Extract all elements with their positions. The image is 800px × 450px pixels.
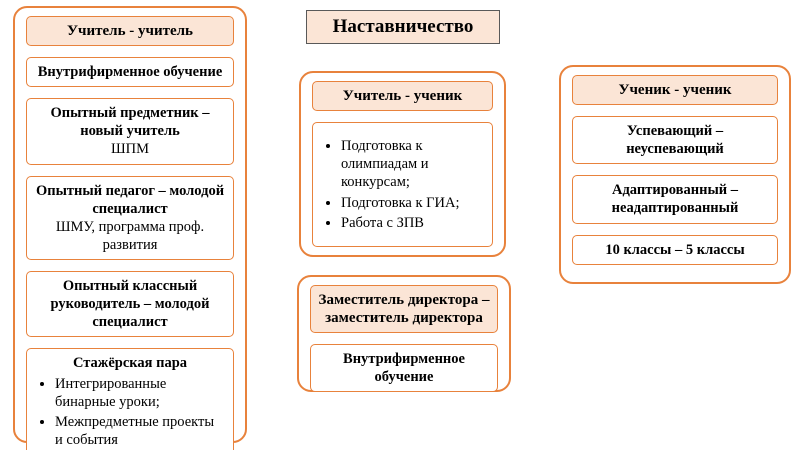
header-teacher-student: Учитель - ученик	[312, 81, 493, 111]
teacher-student-list: Подготовка к олимпиадам и конкурсам; Под…	[321, 137, 484, 234]
trainee-pair-item: Интегрированные бинарные уроки;	[55, 375, 225, 411]
trainee-pair-list: Интегрированные бинарные уроки; Межпредм…	[35, 375, 225, 450]
box-grade10-grade5: 10 классы – 5 классы	[572, 234, 778, 265]
group-student-student: Ученик - ученик Успевающий – неуспевающи…	[559, 65, 791, 284]
box-teacher-student-activities: Подготовка к олимпиадам и конкурсам; Под…	[312, 122, 493, 247]
box-experienced-subject-teacher-sub: ШПМ	[111, 141, 149, 158]
header-student-student: Ученик - ученик	[572, 75, 778, 105]
box-experienced-subject-teacher: Опытный предметник – новый учитель ШПМ	[26, 98, 234, 165]
box-experienced-pedagogue-title: Опытный педагог – молодой специалист	[35, 182, 225, 217]
group-teacher-student: Учитель - ученик Подготовка к олимпиадам…	[299, 71, 506, 257]
header-teacher-teacher: Учитель - учитель	[26, 16, 234, 46]
box-experienced-pedagogue-sub: ШМУ, программа проф. развития	[55, 218, 205, 253]
group-deputy-deputy: Заместитель директора – заместитель дире…	[297, 275, 511, 393]
diagram-title: Наставничество	[306, 10, 500, 44]
group-teacher-teacher: Учитель - учитель Внутрифирменное обучен…	[13, 6, 247, 450]
teacher-student-item: Работа с ЗПВ	[341, 214, 484, 232]
box-achiever-underachiever: Успевающий – неуспевающий	[572, 116, 778, 165]
box-experienced-pedagogue: Опытный педагог – молодой специалист ШМУ…	[26, 175, 234, 260]
box-inhouse-training-left: Внутрифирменное обучение	[26, 57, 234, 88]
box-experienced-subject-teacher-title: Опытный предметник – новый учитель	[50, 105, 210, 140]
box-trainee-pair-title: Стажёрская пара	[72, 355, 188, 372]
box-inhouse-training-deputy: Внутрифирменное обучение	[310, 344, 498, 393]
box-class-supervisor: Опытный классный руководитель – молодой …	[26, 271, 234, 338]
box-trainee-pair: Стажёрская пара Интегрированные бинарные…	[26, 348, 234, 450]
teacher-student-item: Подготовка к олимпиадам и конкурсам;	[341, 137, 484, 191]
trainee-pair-item: Межпредметные проекты и события	[55, 413, 225, 449]
teacher-student-item: Подготовка к ГИА;	[341, 194, 484, 212]
box-adapted-nonadapted: Адаптированный – неадаптированный	[572, 175, 778, 224]
header-deputy-deputy: Заместитель директора – заместитель дире…	[310, 285, 498, 333]
